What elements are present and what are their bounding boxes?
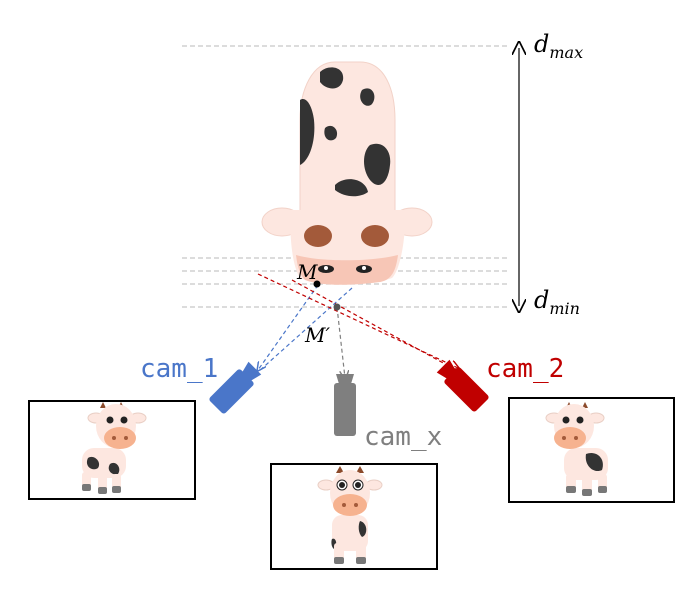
- ray-camx: [336, 306, 345, 378]
- ray-cam2-b: [291, 279, 457, 371]
- dmin-label: dmin: [534, 286, 580, 318]
- ray-cam1-a: [258, 284, 319, 370]
- point-m-prime-label: M′: [304, 323, 330, 347]
- point-m-prime-marker: [333, 303, 341, 311]
- ray-cam1-b: [257, 287, 353, 373]
- camera-icon-cam1: [209, 361, 262, 414]
- cow-front-icon-camx: [317, 466, 383, 564]
- point-m-label: M: [296, 260, 318, 284]
- cow-front-icon-cam2: [545, 402, 608, 496]
- rays: [257, 273, 458, 378]
- dmax-label: dmax: [534, 30, 583, 62]
- cam1-label: cam_1: [140, 354, 218, 384]
- cow-topdown-icon: [261, 61, 433, 285]
- cam2-label: cam_2: [486, 354, 564, 384]
- camera-icon-cam2: [436, 359, 489, 412]
- ray-cam2-a: [257, 273, 458, 368]
- camera-icon-camx: [334, 374, 356, 436]
- cow-front-icon-cam1: [82, 402, 147, 494]
- point-m-marker: [313, 280, 321, 288]
- camx-label: cam_x: [364, 422, 442, 452]
